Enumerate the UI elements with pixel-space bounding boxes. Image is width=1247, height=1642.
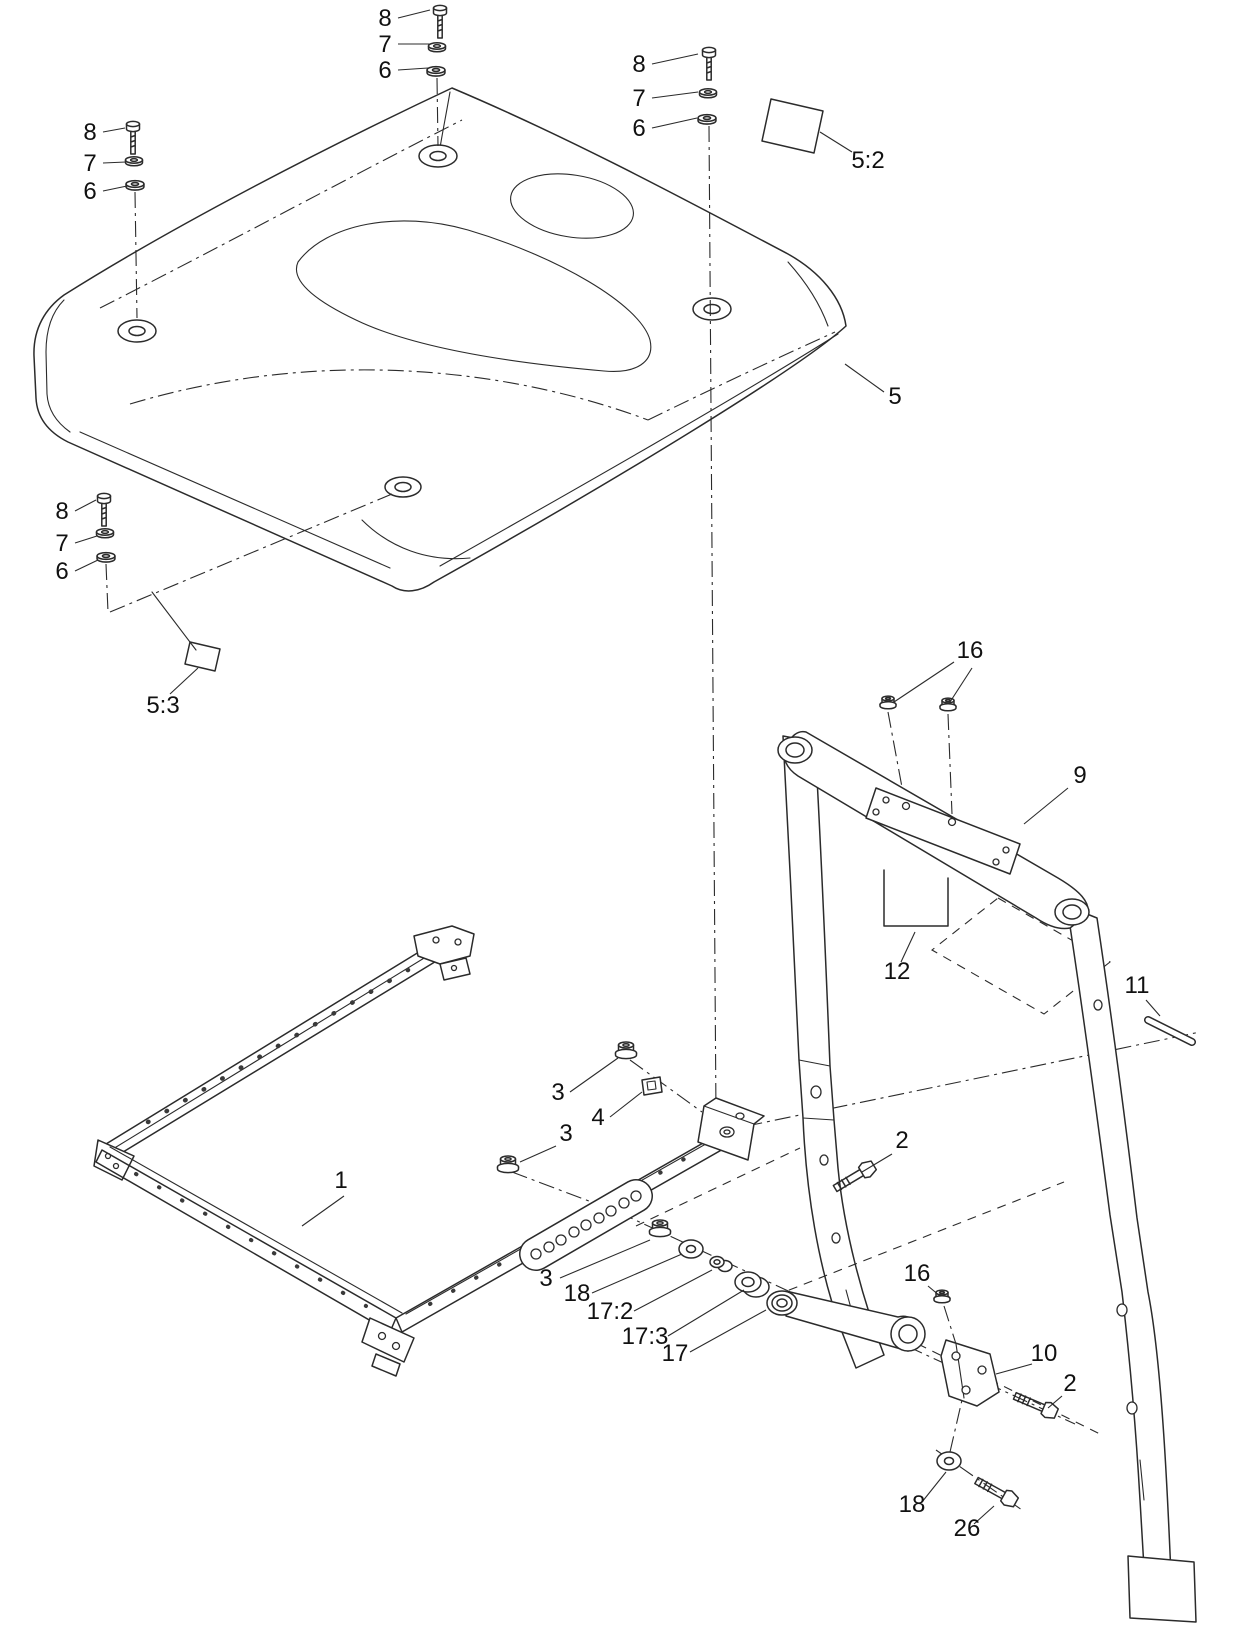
roof-frame-part	[93, 925, 765, 1377]
clip-part-4	[641, 1076, 663, 1096]
canopy-mount-hole-right	[692, 297, 732, 321]
canopy-left-cap	[45, 299, 71, 433]
callout-lockwasher-left-mid: 6	[55, 558, 68, 585]
callout-u-rod: 12	[884, 958, 911, 985]
canopy-contour-b	[129, 369, 649, 421]
nut-3-upper-b	[496, 1155, 520, 1174]
frame-adjustment-strip	[519, 1179, 653, 1271]
canopy-contour-c	[647, 331, 836, 421]
callout-bolt-right: 8	[632, 51, 645, 78]
callout-lockwasher-top: 6	[378, 57, 391, 84]
callout-cross-member: 9	[1073, 762, 1086, 789]
hidden-construction-lines	[635, 1147, 1101, 1435]
decal-plate-upper	[761, 98, 824, 154]
callout-decal-upper: 5:2	[851, 147, 884, 174]
fastener-stack-left	[124, 120, 145, 191]
callout-bolt-2a: 2	[895, 1127, 908, 1154]
callout-bracket-10: 10	[1031, 1340, 1058, 1367]
washer-18-arm	[678, 1239, 704, 1259]
fastener-stack-right	[697, 46, 718, 125]
callout-washer-right: 7	[632, 85, 645, 112]
canopy-recess-panel	[295, 220, 652, 373]
bushing-17-3	[734, 1271, 770, 1298]
callout-washer-left-mid: 7	[55, 530, 68, 557]
pivot-bracket-10	[940, 1339, 1000, 1407]
callout-lockwasher-right: 6	[632, 115, 645, 142]
pin-part	[1144, 1016, 1196, 1046]
callout-bolt-26: 26	[954, 1515, 981, 1542]
callout-washer-left: 7	[83, 150, 96, 177]
callout-frame: 1	[334, 1167, 347, 1194]
callout-nuts-16-top: 16	[957, 637, 984, 664]
cross-member-part	[777, 730, 1090, 930]
callout-bolt-left-mid: 8	[55, 498, 68, 525]
nut-16-c	[933, 1289, 951, 1304]
callout-bolt-left: 8	[83, 119, 96, 146]
bushing-17	[766, 1290, 798, 1316]
washer-18-lower	[936, 1451, 962, 1471]
canopy-mount-hole-left	[117, 319, 157, 343]
canopy-contour-a	[99, 119, 463, 309]
canopy-corner-crease	[787, 261, 829, 327]
nut-3-arm	[648, 1219, 672, 1238]
callout-nut-3b: 3	[559, 1120, 572, 1147]
callout-bushing-17: 17	[662, 1340, 689, 1367]
rops-posts	[782, 735, 1197, 1623]
bolt-8-icon	[432, 4, 448, 39]
rops-post-left	[782, 735, 885, 1369]
frame-front-bracket	[361, 1317, 415, 1363]
canopy-mount-hole-bottom	[384, 476, 422, 498]
callout-decal-lower: 5:3	[146, 692, 179, 719]
canopy-oval-recess	[510, 173, 634, 239]
washer-6-icon	[426, 65, 446, 77]
fastener-stack-top-center	[426, 4, 448, 77]
pivot-arm	[785, 1291, 926, 1352]
leader-lines	[74, 9, 1161, 1525]
canopy-rim-left	[79, 431, 391, 569]
callout-washer-18b: 18	[899, 1491, 926, 1518]
callout-bushing-17-3: 17:3	[622, 1323, 669, 1350]
canopy-rim-right	[439, 333, 839, 567]
canopy-part	[33, 87, 847, 592]
callout-canopy: 5	[888, 383, 901, 410]
callout-nut-3c: 3	[539, 1265, 552, 1292]
canopy-mount-hole-top	[418, 144, 458, 168]
rops-foot-plate	[1127, 1555, 1197, 1623]
callout-washer-18a: 18	[564, 1280, 591, 1307]
decal-plate-lower	[184, 641, 221, 672]
nut-16-b	[939, 697, 957, 712]
callout-washer-top: 7	[378, 31, 391, 58]
callout-lockwasher-left: 6	[83, 178, 96, 205]
frame-end-bracket	[413, 925, 475, 965]
frame-mount-box	[697, 1097, 765, 1161]
nut-16-a	[879, 695, 897, 710]
callout-bolt-top: 8	[378, 5, 391, 32]
nut-3-upper-a	[614, 1041, 638, 1060]
fastener-stack-left-mid	[95, 492, 116, 563]
canopy-outline	[33, 87, 847, 592]
callout-bolt-2b: 2	[1063, 1370, 1076, 1397]
callout-nut-3a: 3	[551, 1079, 564, 1106]
u-rod-part	[883, 869, 949, 927]
canopy-notch	[361, 519, 471, 560]
rops-post-right	[1066, 905, 1197, 1623]
decal-lower-connector	[151, 591, 197, 651]
callout-clip-4: 4	[591, 1104, 604, 1131]
pivot-arm-assembly	[648, 1157, 1061, 1511]
callout-nut-16-lower: 16	[904, 1260, 931, 1287]
spacer-17-2	[709, 1255, 733, 1273]
frame-corner-gusset	[93, 1139, 135, 1181]
callout-spacer-17-2: 17:2	[587, 1298, 634, 1325]
washer-7-icon	[427, 42, 447, 53]
callout-pin: 11	[1125, 972, 1150, 999]
